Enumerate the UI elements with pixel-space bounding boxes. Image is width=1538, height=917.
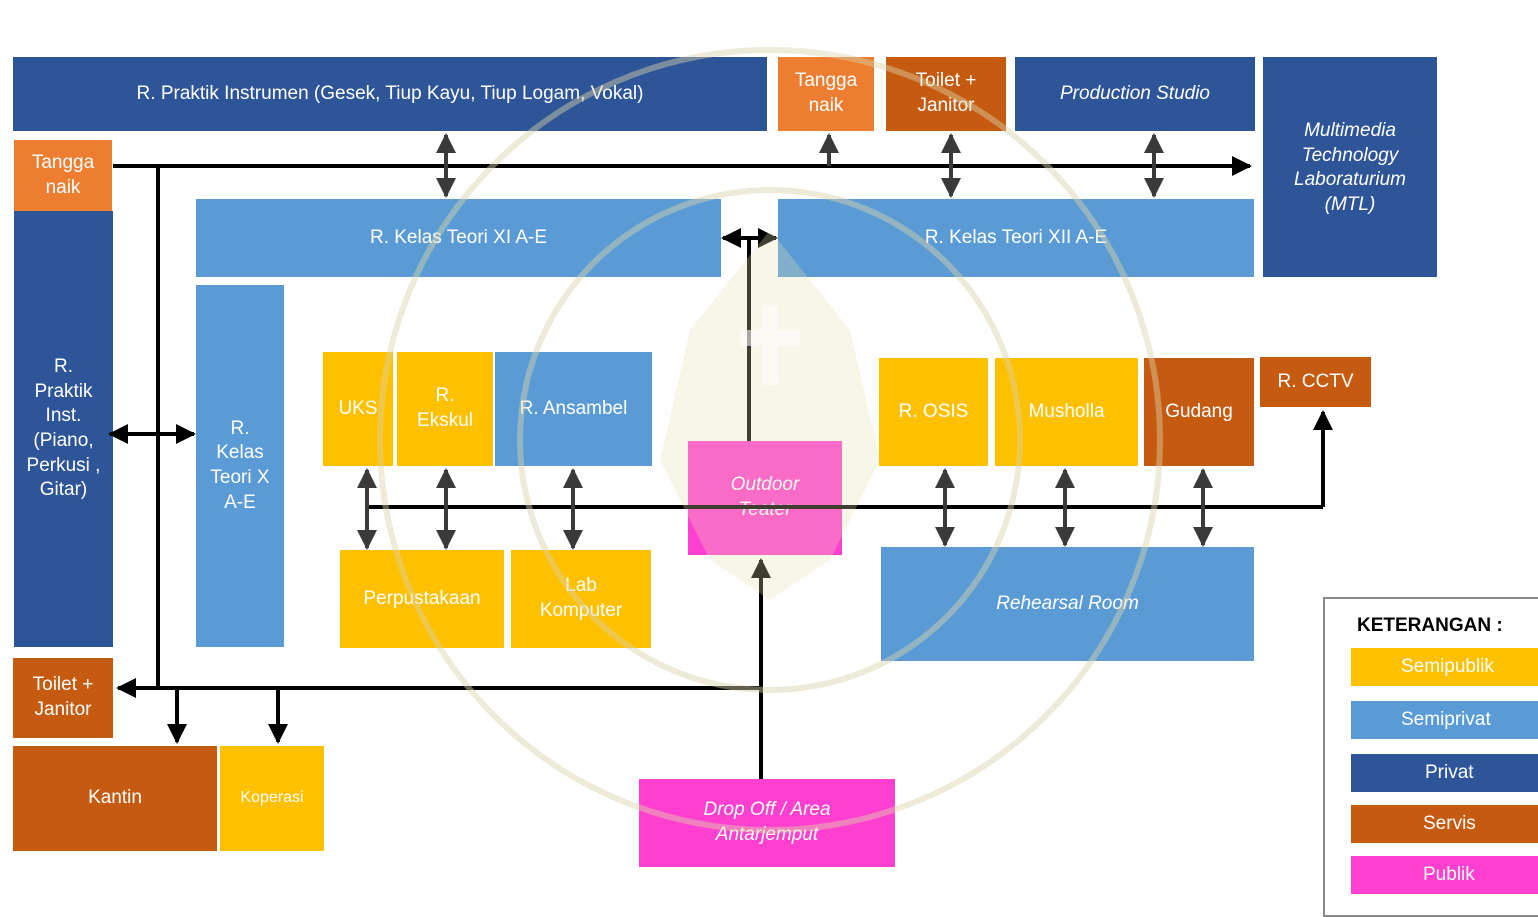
legend-item-semiprivat: Semiprivat: [1351, 701, 1538, 739]
room-praktik-instrumen: R. Praktik Instrumen (Gesek, Tiup Kayu, …: [13, 57, 767, 131]
legend-box: KETERANGAN : Semipublik Semiprivat Priva…: [1323, 597, 1538, 917]
room-outdoor-teater: Outdoor Teater: [688, 441, 842, 555]
room-lab-komputer: Lab Komputer: [511, 550, 651, 648]
room-mtl: Multimedia Technology Laboraturium (MTL): [1263, 57, 1437, 277]
legend-item-servis: Servis: [1351, 805, 1538, 843]
room-musholla: Musholla: [995, 358, 1138, 466]
room-praktik-inst-left: R. Praktik Inst. (Piano, Perkusi , Gitar…: [14, 211, 113, 647]
room-tangga-naik-left: Tangga naik: [14, 140, 112, 211]
legend-item-publik: Publik: [1351, 856, 1538, 894]
room-perpustakaan: Perpustakaan: [340, 550, 504, 648]
room-drop-off: Drop Off / Area Antarjemput: [639, 779, 895, 867]
legend-item-semipublik: Semipublik: [1351, 648, 1538, 686]
room-ansambel: R. Ansambel: [495, 352, 652, 466]
room-ekskul: R. Ekskul: [397, 352, 493, 466]
room-toilet-janitor-bottom: Toilet + Janitor: [13, 658, 113, 738]
room-rehearsal-room: Rehearsal Room: [881, 547, 1254, 661]
room-tangga-naik-top: Tangga naik: [778, 57, 874, 131]
room-kelas-teori-xii: R. Kelas Teori XII A-E: [778, 199, 1254, 277]
room-toilet-janitor-top: Toilet + Janitor: [886, 57, 1006, 131]
room-koperasi: Koperasi: [220, 746, 324, 851]
circulation-connectors: [108, 133, 1333, 779]
room-kantin: Kantin: [13, 746, 217, 851]
legend-item-privat: Privat: [1351, 754, 1538, 792]
room-kelas-teori-xi: R. Kelas Teori XI A-E: [196, 199, 721, 277]
room-gudang: Gudang: [1144, 358, 1254, 466]
room-cctv: R. CCTV: [1260, 357, 1371, 407]
room-production-studio: Production Studio: [1015, 57, 1255, 131]
room-osis: R. OSIS: [879, 358, 988, 466]
room-kelas-teori-x: R. Kelas Teori X A-E: [196, 285, 284, 647]
legend-title: KETERANGAN :: [1357, 615, 1503, 636]
room-uks: UKS: [323, 352, 393, 466]
